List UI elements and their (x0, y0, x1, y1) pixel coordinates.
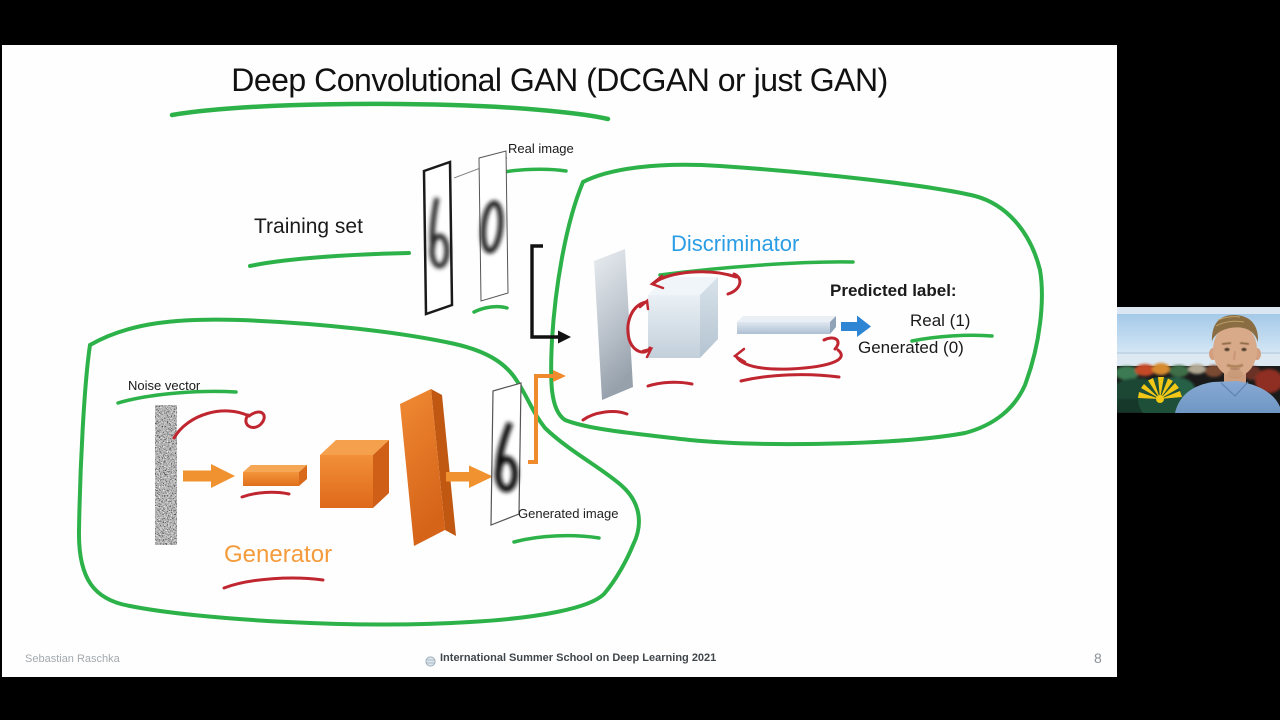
generator-to-image-arrow (446, 465, 493, 488)
footer-author: Sebastian Raschka (25, 653, 120, 665)
footer-event-title: International Summer School on Deep Lear… (440, 652, 717, 664)
output-cycle-stroke (734, 348, 843, 371)
discriminator-layer-slab (594, 249, 633, 400)
discriminator-layer-cube (648, 277, 718, 358)
real-image-flow-arrow (530, 244, 571, 344)
generated-image-underline-stroke (512, 533, 601, 544)
generator-enclosure-stroke (76, 317, 641, 627)
slab-bottom-curve-stroke (581, 410, 629, 422)
webcam-video-frame (1117, 307, 1280, 413)
webcam-presenter (1175, 315, 1280, 413)
noise-vector-label: Noise vector (128, 378, 201, 393)
generator-label: Generator (224, 541, 333, 568)
globe-icon (425, 654, 436, 667)
predicted-real-label: Real (1) (910, 311, 971, 330)
discriminator-label: Discriminator (671, 231, 800, 256)
noise-curl-arrow-stroke (172, 409, 266, 440)
predicted-label-heading: Predicted label: (830, 281, 957, 300)
generated-image-frame (490, 382, 522, 526)
discriminator-output-bar (737, 316, 836, 334)
predicted-generated-label: Generated (0) (858, 338, 964, 357)
frame-tick-stroke (472, 304, 509, 314)
training-set-underline-stroke (248, 251, 411, 268)
discriminator-pipeline (594, 249, 871, 400)
title-underline-stroke (169, 101, 611, 122)
generator-pipeline (155, 370, 566, 546)
bar-underline-stroke (240, 490, 291, 499)
presenter-shirt (1175, 381, 1280, 413)
discriminator-enclosure-stroke (549, 162, 1044, 447)
generated-image-label: Generated image (518, 506, 619, 521)
red-annotations (172, 270, 843, 590)
generator-underline-stroke (222, 576, 325, 590)
prediction-arrow (841, 315, 871, 337)
presenter-webcam (1117, 307, 1280, 413)
training-set-label: Training set (254, 215, 363, 238)
output-underline-stroke (739, 373, 841, 383)
presenter-collar (1220, 381, 1249, 397)
real-image-label: Real image (508, 141, 574, 156)
webcam-sunburst (1138, 377, 1182, 413)
real-1-underline-stroke (910, 333, 994, 343)
presenter-facial-features (1221, 342, 1250, 379)
digit-six-real (429, 197, 450, 269)
cube-top-cycle-stroke (652, 270, 738, 285)
real-image-underline-stroke (497, 167, 568, 175)
digit-six-generated (494, 421, 519, 493)
noise-vector-underline-stroke (116, 389, 238, 405)
slide-title: Deep Convolutional GAN (DCGAN or just GA… (231, 62, 888, 98)
training-image-frame-back (478, 150, 509, 302)
noise-vector-texture (155, 405, 177, 545)
training-set-frames (422, 150, 509, 316)
under-cube-line-stroke (646, 380, 694, 388)
generator-layer-cube (320, 440, 389, 508)
noise-to-generator-arrow (183, 464, 235, 488)
gan-architecture-diagram (76, 101, 1044, 627)
green-annotations (76, 101, 1044, 627)
presentation-slide: Deep Convolutional GAN (DCGAN or just GA… (2, 45, 1117, 677)
slide-page-number: 8 (1094, 650, 1102, 666)
generated-to-discriminator-arrow (528, 370, 566, 464)
cube-left-cycle-stroke (626, 300, 652, 354)
presenter-face (1213, 323, 1257, 377)
digit-zero-real (480, 200, 504, 254)
generator-layer-bar (243, 465, 307, 486)
presenter-hair (1211, 315, 1259, 343)
generator-layer-slab (400, 389, 456, 546)
